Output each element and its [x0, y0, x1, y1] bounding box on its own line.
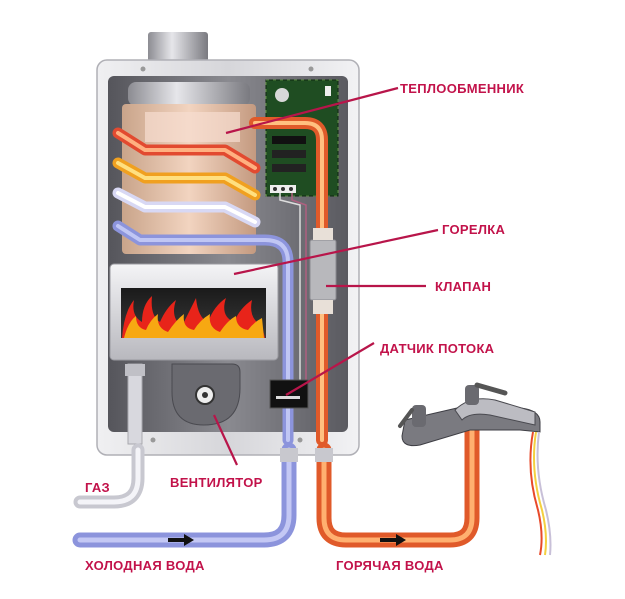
label-hot-water: ГОРЯЧАЯ ВОДА — [336, 558, 444, 573]
flames — [122, 296, 265, 338]
label-valve: КЛАПАН — [435, 279, 491, 294]
gas-pipe — [73, 443, 145, 509]
gas-pipe-inner — [125, 363, 145, 445]
cold-water-pipe — [72, 442, 298, 548]
leader-lines — [213, 86, 439, 466]
label-burner: ГОРЕЛКА — [442, 222, 506, 237]
label-flow-sensor: ДАТЧИК ПОТОКА — [380, 341, 495, 356]
fan — [171, 363, 241, 426]
hot-water-pipe-inner — [249, 117, 328, 446]
burner — [109, 263, 279, 361]
sensor-wires — [279, 193, 307, 380]
water-stream — [529, 431, 552, 556]
heat-exchanger-coils — [112, 127, 294, 446]
label-heat-exchanger: ТЕПЛООБМЕННИК — [400, 81, 524, 96]
valve — [309, 228, 337, 314]
hot-flow-arrow-icon — [380, 534, 406, 546]
label-fan: ВЕНТИЛЯТОР — [170, 475, 263, 490]
cold-flow-arrow-icon — [168, 534, 194, 546]
label-cold-water: ХОЛОДНАЯ ВОДА — [85, 558, 205, 573]
flue-pipe — [148, 32, 208, 62]
heat-exchanger — [122, 82, 256, 254]
label-gas: ГАЗ — [85, 480, 110, 495]
faucet — [398, 382, 552, 556]
